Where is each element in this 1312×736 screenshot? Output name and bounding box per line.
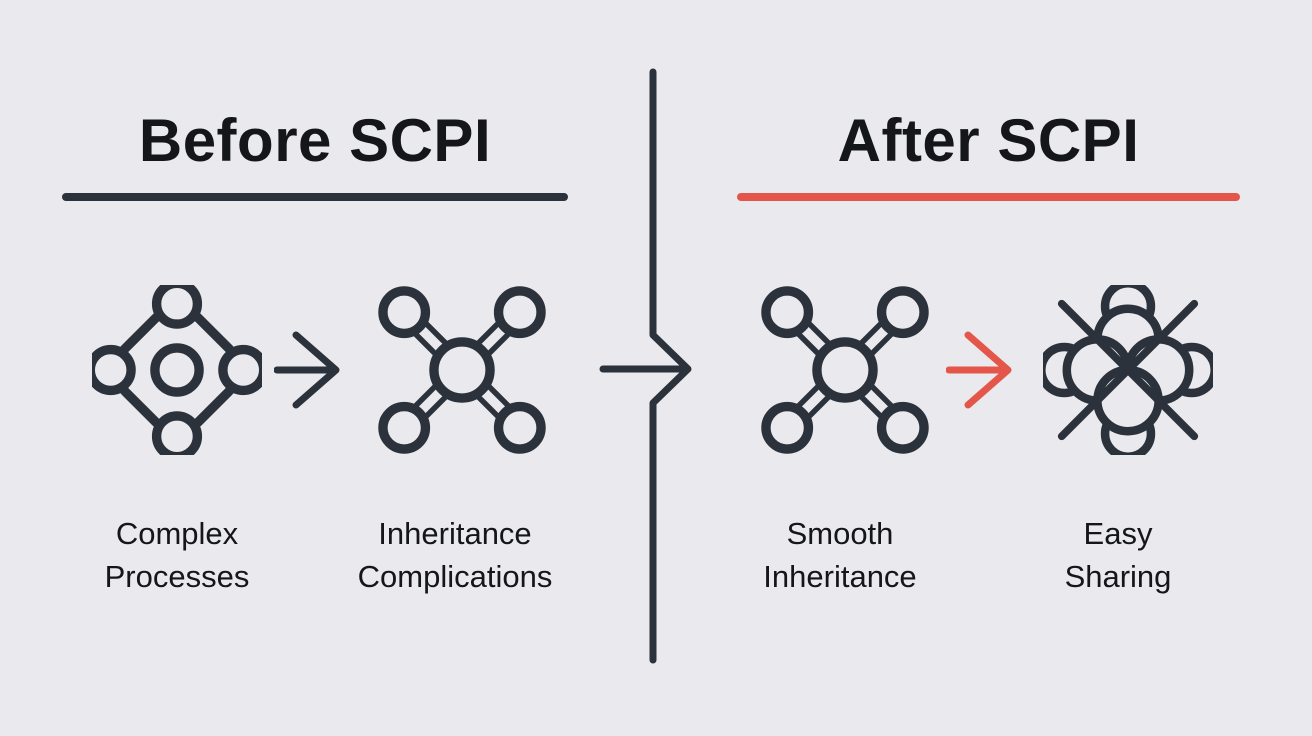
- caption-line: Sharing: [1064, 559, 1172, 594]
- after-title: After SCPI: [837, 107, 1140, 174]
- after-title-underline: [737, 193, 1240, 201]
- caption-line: Easy: [1083, 516, 1153, 551]
- caption-easy-sharing: Easy Sharing: [998, 512, 1238, 598]
- caption-smooth-inheritance: Smooth Inheritance: [700, 512, 980, 598]
- caption-inheritance-complications: Inheritance Complications: [315, 512, 595, 598]
- tangled-network-icon: [378, 286, 546, 454]
- caption-complex-processes: Complex Processes: [57, 512, 297, 598]
- before-title: Before SCPI: [138, 107, 492, 174]
- complex-process-hub-icon: [92, 285, 262, 455]
- shared-cluster-icon: [1043, 285, 1213, 455]
- before-transition-arrow-icon: [274, 331, 340, 409]
- split-flow-arrow-icon: [599, 68, 692, 664]
- caption-line: Complex: [115, 516, 239, 551]
- caption-line: Inheritance: [763, 559, 917, 594]
- caption-line: Complications: [357, 559, 553, 594]
- caption-line: Smooth: [786, 516, 894, 551]
- after-transition-arrow-icon: [946, 331, 1012, 409]
- before-title-underline: [62, 193, 568, 201]
- connected-network-icon: [761, 286, 929, 454]
- caption-line: Processes: [104, 559, 250, 594]
- caption-line: Inheritance: [378, 516, 532, 551]
